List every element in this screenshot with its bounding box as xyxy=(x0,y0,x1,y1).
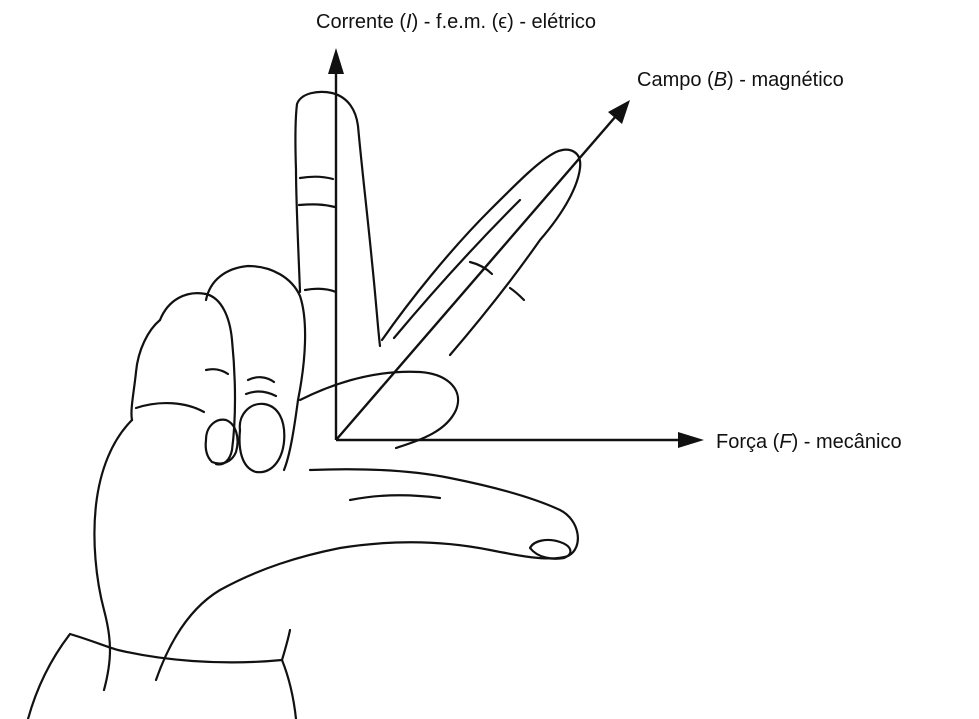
current-label-before: Corrente ( xyxy=(316,11,406,33)
force-arrowhead xyxy=(678,432,704,448)
palm-crease xyxy=(350,495,440,500)
field-label: Campo (B) - magnético xyxy=(637,70,844,90)
force-label-before: Força ( xyxy=(716,431,779,453)
index-knuckle-crease-1 xyxy=(300,177,333,179)
little-finger-outline xyxy=(160,293,235,464)
force-label-after: ) - mecânico xyxy=(792,431,902,453)
force-label: Força (F) - mecânico xyxy=(716,432,902,452)
middle-finger-outline xyxy=(382,150,580,355)
emf-symbol: ϵ xyxy=(498,11,507,33)
index-knuckle-crease-2 xyxy=(299,204,335,207)
axes xyxy=(328,48,704,448)
middle-knuckle-crease-2 xyxy=(510,288,524,300)
current-label: Corrente (I) - f.e.m. (ϵ) - elétrico xyxy=(316,12,596,32)
current-label-after: ) - elétrico xyxy=(507,11,596,33)
field-axis-line xyxy=(336,116,616,440)
thumb-outline xyxy=(156,469,578,680)
ring-finger-outline xyxy=(206,266,305,470)
palm-inner-line xyxy=(300,372,458,448)
knuckle-crease xyxy=(136,403,204,412)
index-knuckle-crease-3 xyxy=(305,289,336,292)
little-finger-crease xyxy=(206,369,228,374)
field-label-after: ) - magnético xyxy=(727,69,844,91)
field-symbol: B xyxy=(714,69,727,91)
hand-illustration xyxy=(28,92,580,719)
ring-finger-crease-b xyxy=(246,392,276,396)
ring-fingertip xyxy=(240,404,285,472)
force-symbol: F xyxy=(779,431,791,453)
current-arrowhead xyxy=(328,48,344,74)
index-finger-outline xyxy=(295,92,380,346)
ring-finger-crease-a xyxy=(248,377,274,382)
current-label-middle: ) - f.e.m. ( xyxy=(412,11,499,33)
middle-finger-line-a xyxy=(394,200,520,338)
field-label-before: Campo ( xyxy=(637,69,714,91)
sleeve-outline xyxy=(28,630,296,719)
